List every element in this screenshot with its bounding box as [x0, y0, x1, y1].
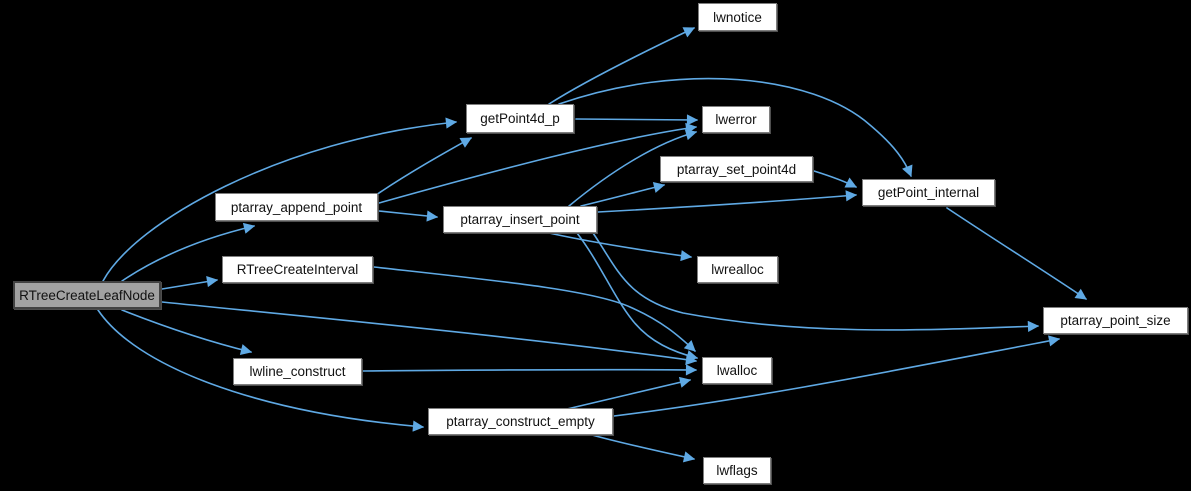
node-rtree-create-interval[interactable]: RTreeCreateInterval — [222, 256, 373, 283]
edge-rtreecreateinterval-to-lwalloc — [373, 266, 696, 352]
edge-ptarray_insert_point-to-lwalloc — [576, 232, 699, 361]
edge-rtreecreateleafnode-to-lwalloc — [161, 301, 698, 366]
node-get-point-internal[interactable]: getPoint_internal — [862, 179, 995, 206]
edge-rtreecreateleafnode-to-lwline_construct — [121, 309, 253, 356]
node-ptarray-append-point[interactable]: ptarray_append_point — [215, 193, 378, 221]
edge-ptarray_insert_point-to-ptarray_point_size — [592, 232, 1040, 332]
node-ptarray-point-size[interactable]: ptarray_point_size — [1043, 307, 1188, 334]
edge-getpoint4d_p-to-lwnotice — [548, 27, 696, 105]
node-lwalloc[interactable]: lwalloc — [702, 357, 772, 384]
edge-ptarray_insert_point-to-lwrealloc — [548, 232, 693, 262]
edge-ptarray_insert_point-to-lwerror — [568, 129, 698, 207]
node-lwerror[interactable]: lwerror — [702, 106, 770, 133]
node-ptarray-set-point4d[interactable]: ptarray_set_point4d — [660, 156, 813, 182]
node-lwnotice[interactable]: lwnotice — [698, 3, 777, 31]
edge-getpoint4d_p-to-getpoint_internal — [558, 77, 913, 178]
node-rtree-create-leaf-node: RTreeCreateLeafNode — [13, 281, 161, 309]
node-lwflags[interactable]: lwflags — [703, 457, 771, 484]
edge-getpoint_internal-to-ptarray_point_size — [946, 207, 1087, 300]
edge-ptarray_construct_empty-to-lwalloc — [566, 376, 692, 410]
node-lwline-construct[interactable]: lwline_construct — [233, 358, 362, 385]
edge-ptarray_insert_point-to-getpoint_internal — [597, 190, 858, 213]
edge-rtreecreateleafnode-to-rtreecreateinterval — [161, 276, 219, 290]
edge-ptarray_append_point-to-getpoint4d_p — [375, 137, 472, 196]
edge-lwline_construct-to-lwalloc — [362, 364, 698, 376]
node-ptarray-insert-point[interactable]: ptarray_insert_point — [443, 206, 597, 233]
node-ptarray-construct-empty[interactable]: ptarray_construct_empty — [428, 408, 613, 435]
edge-rtreecreateleafnode-to-ptarray_append_point — [121, 222, 256, 282]
edge-ptarray_construct_empty-to-ptarray_point_size — [613, 335, 1061, 417]
node-get-point4d-p[interactable]: getPoint4d_p — [466, 104, 574, 133]
edge-ptarray_insert_point-to-ptarray_set_point4d — [580, 182, 666, 207]
edge-ptarray_append_point-to-lwerror — [378, 122, 698, 204]
edge-ptarray_append_point-to-ptarray_insert_point — [378, 210, 439, 222]
edge-getpoint4d_p-to-lwerror — [575, 114, 699, 126]
edge-ptarray_set_point4d-to-getpoint_internal — [813, 170, 858, 188]
node-lwrealloc[interactable]: lwrealloc — [697, 256, 778, 283]
edge-rtreecreateleafnode-to-ptarray_construct_empty — [97, 309, 425, 432]
edge-ptarray_construct_empty-to-lwflags — [591, 434, 696, 463]
edge-rtreecreateleafnode-to-getpoint4d_p — [102, 117, 458, 282]
